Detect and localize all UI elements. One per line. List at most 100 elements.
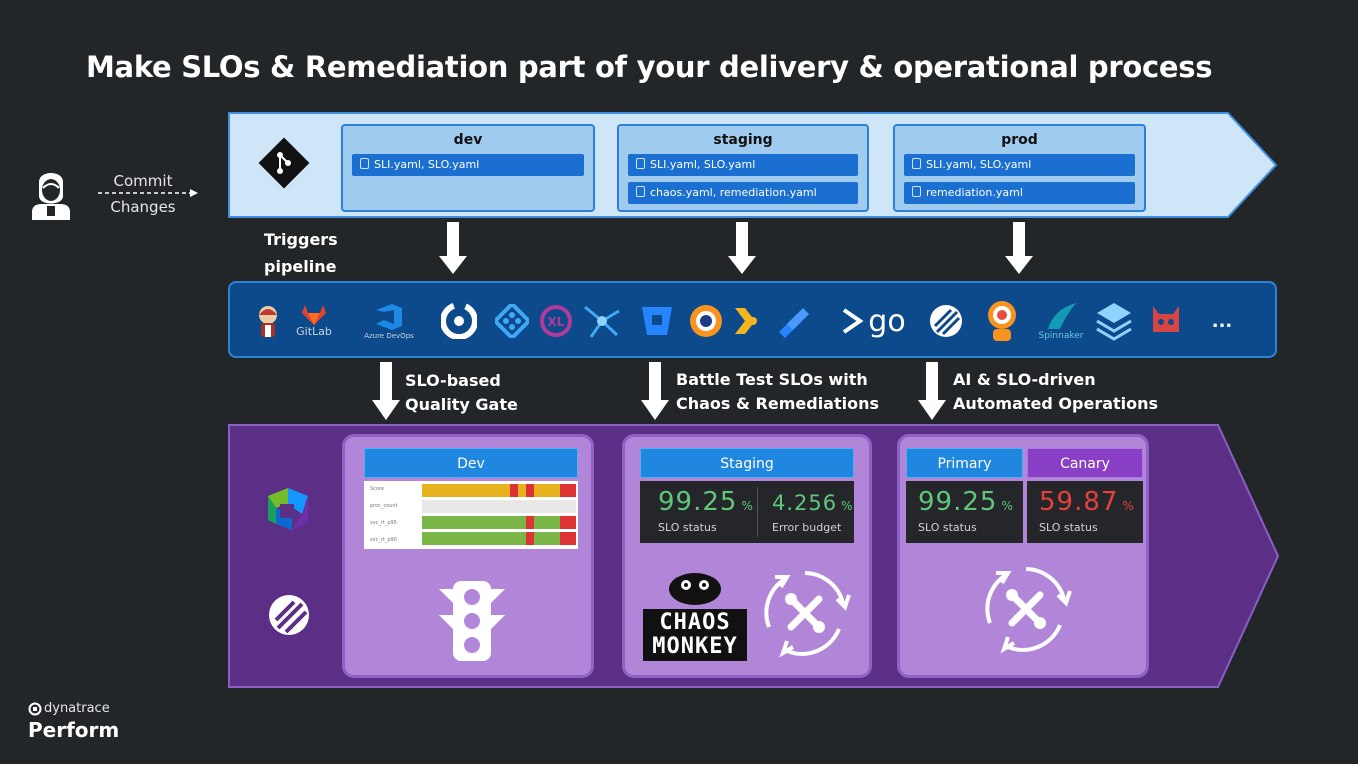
more-tools-label: ...	[1211, 310, 1233, 332]
metric-value: 99.25	[658, 487, 738, 517]
stage-staging-card: Staging 99.25% SLO status 4.256% Error b…	[622, 434, 872, 678]
layers-icon	[1094, 296, 1134, 346]
down-arrow-battle-test	[641, 362, 669, 420]
file-chip: SLI.yaml, SLO.yaml	[628, 154, 858, 176]
circleci-icon	[440, 296, 478, 346]
heatmap-row-label: svc_rt_p95	[370, 520, 397, 526]
down-arrow-quality-gate	[372, 362, 400, 420]
slide-title: Make SLOs & Remediation part of your del…	[86, 50, 1213, 84]
file-chip-label: remediation.yaml	[926, 186, 1023, 199]
file-chip: SLI.yaml, SLO.yaml	[904, 154, 1135, 176]
stage-canary-header: Canary	[1027, 448, 1143, 478]
primary-slo-value: 99.25%	[918, 487, 1014, 517]
triggers-label-line2: pipeline	[264, 257, 337, 276]
staging-error-budget-value: 4.256%	[772, 491, 854, 515]
file-chip-label: chaos.yaml, remediation.yaml	[650, 186, 817, 199]
robot-cat-icon	[1146, 296, 1186, 346]
caption-line: Chaos & Remediations	[676, 394, 880, 413]
go-label: go	[868, 303, 906, 339]
stage-prod-card: Primary Canary 99.25% SLO status 59.87% …	[897, 434, 1149, 678]
dynatrace-logo-icon	[268, 488, 308, 530]
triggers-pipeline-label: Triggers pipeline	[264, 226, 338, 280]
remediation-cycle-icon	[985, 567, 1072, 654]
git-icon	[258, 137, 310, 189]
codefresh-icon	[686, 296, 726, 346]
monkey-face-icon	[669, 573, 721, 605]
metric-unit: %	[1122, 499, 1135, 513]
gitlab-icon: GitLab	[292, 296, 336, 346]
keptn-icon	[926, 296, 966, 346]
dynatrace-wordmark: dynatrace	[44, 701, 110, 716]
caption-automated-ops: AI & SLO-driven Automated Operations	[953, 368, 1158, 416]
file-icon	[912, 186, 921, 197]
chaos-logo-line: CHAOS	[659, 610, 731, 635]
caption-battle-test: Battle Test SLOs with Chaos & Remediatio…	[676, 368, 879, 416]
file-icon	[636, 186, 645, 197]
concourse-icon	[494, 296, 530, 346]
chaos-logo-line: MONKEY	[652, 634, 738, 659]
file-chip-label: SLI.yaml, SLO.yaml	[926, 158, 1032, 171]
dynatrace-brand: dynatrace	[28, 701, 110, 716]
file-icon	[912, 158, 921, 169]
primary-slo-tile: 99.25% SLO status	[906, 481, 1023, 543]
metric-label: SLO status	[1039, 521, 1098, 534]
file-chip: remediation.yaml	[904, 182, 1135, 204]
developer-icon	[32, 173, 70, 220]
more-tools-ellipsis: ...	[1206, 296, 1238, 346]
harness-go-icon: go	[834, 296, 912, 346]
bitbucket-icon	[638, 296, 676, 346]
caption-line: SLO-based	[405, 371, 501, 390]
staging-metrics-panel: 99.25% SLO status 4.256% Error budget	[640, 481, 854, 543]
quality-gate-heatmap: Score proc_count svc_rt_p95 svc_rt_p90	[364, 481, 578, 549]
file-icon	[360, 158, 369, 169]
stage-dev-card: Dev Score proc_count svc_rt_p95 svc_rt_p…	[342, 434, 594, 678]
metric-label: SLO status	[658, 521, 717, 534]
repo-prod-title: prod	[1001, 132, 1038, 148]
canary-slo-tile: 59.87% SLO status	[1027, 481, 1143, 543]
caption-line: Battle Test SLOs with	[676, 370, 868, 389]
jenkins-icon	[254, 296, 282, 346]
azure-devops-label: Azure DevOps	[364, 332, 414, 340]
metric-label: Error budget	[772, 521, 842, 534]
jira-icon	[772, 296, 816, 346]
azure-devops-icon: Azure DevOps	[360, 296, 418, 346]
heatmap-cells	[422, 484, 576, 545]
repo-staging-title: staging	[713, 132, 773, 148]
down-arrow-dev	[439, 222, 467, 274]
metric-unit: %	[1001, 499, 1014, 513]
stage-primary-header: Primary	[906, 448, 1023, 478]
heatmap-row-label: proc_count	[370, 503, 398, 509]
triggers-label-line1: Triggers	[264, 230, 338, 249]
dynatrace-mark-icon	[28, 702, 42, 715]
stage-staging-header: Staging	[640, 448, 854, 478]
repo-dev-title: dev	[453, 132, 483, 148]
commit-changes-label: Commit Changes	[102, 168, 184, 220]
spinnaker-icon: Spinnaker	[1036, 296, 1086, 346]
metric-unit: %	[741, 499, 754, 513]
caption-line: AI & SLO-driven	[953, 370, 1096, 389]
astronaut-icon	[982, 296, 1022, 346]
down-arrow-prod	[1005, 222, 1033, 274]
heatmap-row-label: Score	[370, 486, 385, 492]
canary-slo-value: 59.87%	[1039, 487, 1135, 517]
heatmap-row-label: svc_rt_p90	[370, 537, 397, 543]
metric-value: 59.87	[1039, 487, 1119, 517]
file-chip: SLI.yaml, SLO.yaml	[352, 154, 584, 176]
metric-unit: %	[841, 499, 854, 513]
file-icon	[636, 158, 645, 169]
staging-error-budget-tile: 4.256% Error budget	[758, 481, 854, 543]
remediation-cycle-icon	[764, 571, 851, 658]
file-chip-label: SLI.yaml, SLO.yaml	[374, 158, 480, 171]
chaos-monkey-logo: CHAOS MONKEY	[643, 565, 747, 665]
staging-slo-status-tile: 99.25% SLO status	[640, 481, 753, 543]
metric-label: SLO status	[918, 521, 977, 534]
commit-label-line1: Commit	[113, 172, 173, 190]
keptn-logo-icon	[269, 595, 309, 635]
down-arrow-staging	[728, 222, 756, 274]
metric-divider	[757, 487, 758, 537]
repo-prod: prod SLI.yaml, SLO.yaml remediation.yaml	[893, 124, 1146, 212]
xl-release-icon: XL	[538, 296, 574, 346]
down-arrow-automated-ops	[918, 362, 946, 420]
caption-line: Quality Gate	[405, 395, 518, 414]
repo-staging: staging SLI.yaml, SLO.yaml chaos.yaml, r…	[617, 124, 869, 212]
